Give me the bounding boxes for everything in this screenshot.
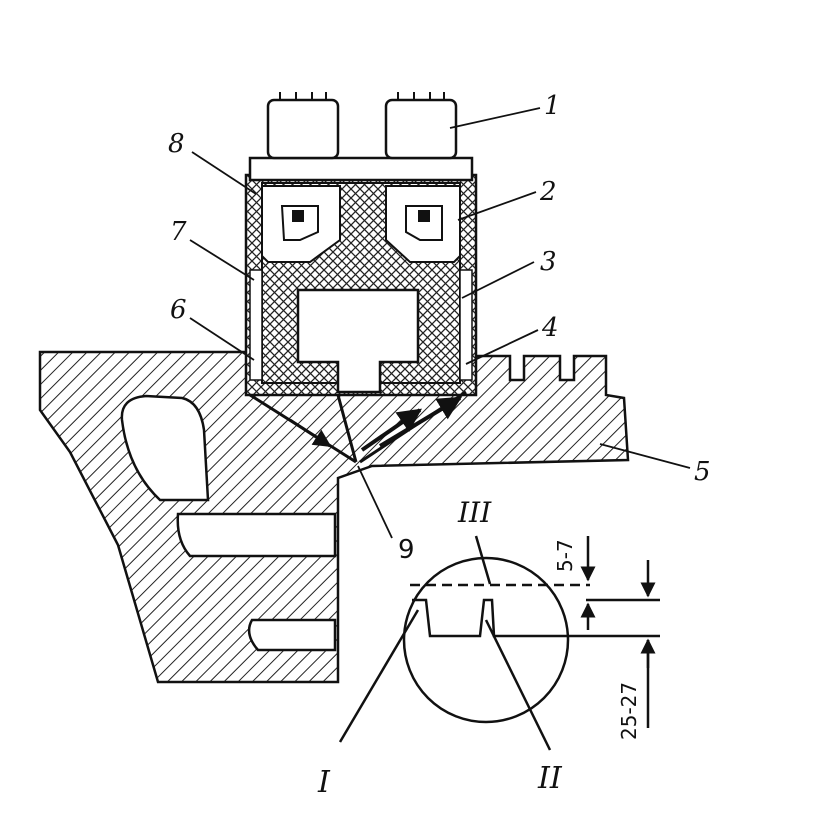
label-part-3: 3: [540, 247, 557, 277]
label-section-III: III: [457, 496, 492, 529]
left-nut: [280, 205, 319, 241]
label-part-9: 9: [398, 535, 415, 565]
dimension-25-27: 25-27: [617, 682, 641, 740]
label-section-I: I: [317, 765, 331, 800]
cavity-lower: [247, 618, 337, 652]
detail-circle: [402, 556, 570, 724]
label-part-5: 5: [694, 457, 711, 487]
left-nut-slot: [292, 210, 304, 222]
label-part-8: 8: [168, 129, 185, 159]
bolt-head-details: [279, 92, 445, 100]
load-arrow-mid: [360, 408, 422, 452]
right-nut: [405, 205, 443, 241]
label-part-2: 2: [539, 177, 557, 207]
leader-lines: [189, 107, 691, 539]
left-gasket: [249, 269, 263, 381]
label-section-II: II: [537, 761, 563, 796]
label-part-4: 4: [541, 313, 559, 343]
left-bolt-head: [266, 98, 340, 160]
label-part-1: 1: [544, 91, 561, 121]
cavity-middle: [176, 512, 337, 558]
cover-plate: [248, 156, 474, 182]
label-part-7: 7: [170, 217, 187, 247]
load-arrow-left: [289, 418, 332, 448]
cavity-upper: [120, 394, 210, 502]
detail-profile: [338, 535, 660, 751]
central-opening: [296, 288, 420, 394]
dimension-5-7: 5-7: [553, 539, 577, 572]
label-part-6: 6: [170, 295, 187, 325]
right-bolt-head: [384, 98, 458, 160]
right-nut-slot: [418, 210, 430, 222]
